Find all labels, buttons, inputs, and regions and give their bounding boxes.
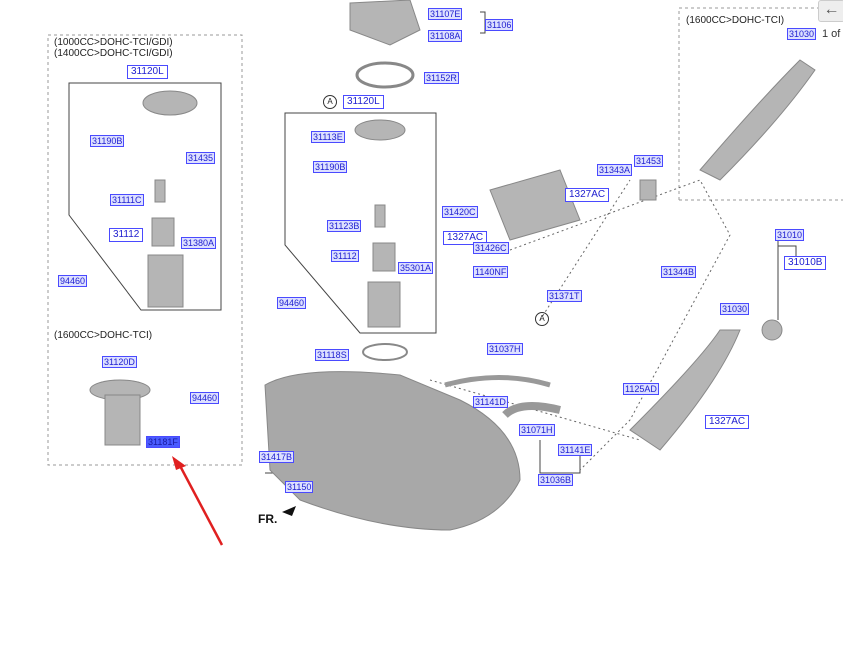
part-label[interactable]: 31417B	[259, 451, 295, 463]
part-label[interactable]: 31112	[331, 250, 359, 262]
part-label[interactable]: 31030	[787, 28, 817, 40]
callout-a: A	[535, 312, 549, 326]
inset-frame	[678, 7, 843, 201]
front-direction-label: FR.	[258, 512, 278, 526]
part-label[interactable]: 31037H	[487, 343, 523, 355]
part-label[interactable]: 1327AC	[565, 188, 610, 202]
part-label[interactable]: 31120L	[127, 65, 168, 79]
part-label[interactable]: 31380A	[181, 237, 217, 249]
part-label[interactable]: 31120L	[343, 95, 384, 109]
part-label[interactable]: 1140NF	[473, 266, 509, 278]
left-variant-frame	[47, 34, 243, 466]
variant-caption: (1600CC>DOHC-TCI)	[54, 330, 153, 341]
part-label[interactable]: 1327AC	[443, 231, 488, 245]
part-label[interactable]: 31343A	[597, 164, 633, 176]
inset-caption: (1600CC>DOHC-TCI)	[686, 15, 785, 26]
part-label[interactable]: 31030	[720, 303, 750, 315]
part-label[interactable]: 1125AD	[623, 383, 659, 395]
part-label[interactable]: 94460	[277, 297, 307, 309]
part-label[interactable]: 31371T	[547, 290, 582, 302]
part-label[interactable]: 31036B	[538, 474, 574, 486]
part-label[interactable]: 31112	[109, 228, 144, 242]
part-label[interactable]: 31107E	[428, 8, 463, 20]
filler-neck	[629, 329, 741, 451]
variant-caption: (1400CC>DOHC-TCI/GDI)	[54, 48, 173, 59]
part-label[interactable]: 31150	[285, 481, 314, 493]
part-label[interactable]: 31106	[485, 19, 514, 31]
part-label[interactable]: 31108A	[428, 30, 463, 42]
part-label[interactable]: 31113E	[311, 131, 345, 143]
part-label[interactable]: 31190B	[313, 161, 348, 173]
part-label-highlighted[interactable]: 31181F	[146, 436, 180, 448]
part-label[interactable]: 31141E	[558, 444, 593, 456]
part-label[interactable]: 94460	[58, 275, 88, 287]
part-label[interactable]: 31344B	[661, 266, 697, 278]
fuel-tank	[264, 371, 521, 531]
part-label[interactable]: 31190B	[90, 135, 125, 147]
part-label[interactable]: 31071H	[519, 424, 555, 436]
part-label[interactable]: 31152R	[424, 72, 459, 84]
part-label[interactable]: 31453	[634, 155, 664, 167]
front-arrow-icon	[282, 506, 296, 516]
part-label[interactable]: 31420C	[442, 206, 478, 218]
variant-caption: (1000CC>DOHC-TCI/GDI)	[54, 37, 173, 48]
part-label[interactable]: 31123B	[327, 220, 362, 232]
part-label[interactable]: 31118S	[315, 349, 349, 361]
part-label[interactable]: 1327AC	[705, 415, 750, 429]
red-arrow-head	[172, 456, 186, 470]
callout-a: A	[323, 95, 337, 109]
part-label[interactable]: 31426C	[473, 242, 509, 254]
part-label[interactable]: 31435	[186, 152, 216, 164]
back-arrow-icon[interactable]: ←	[818, 0, 843, 22]
red-arrow-annotation	[176, 461, 224, 546]
part-label[interactable]: 31111C	[110, 194, 144, 206]
part-label[interactable]: 31120D	[102, 356, 137, 368]
part-label[interactable]: 31010	[775, 229, 805, 241]
fuel-pump-cover	[349, 0, 421, 46]
part-label[interactable]: 94460	[190, 392, 220, 404]
canister	[489, 169, 581, 241]
part-label[interactable]: 35301A	[398, 262, 434, 274]
page-indicator: 1 of	[822, 28, 841, 40]
part-label[interactable]: 31010B	[784, 256, 827, 270]
part-label[interactable]: 31141D	[473, 396, 508, 408]
